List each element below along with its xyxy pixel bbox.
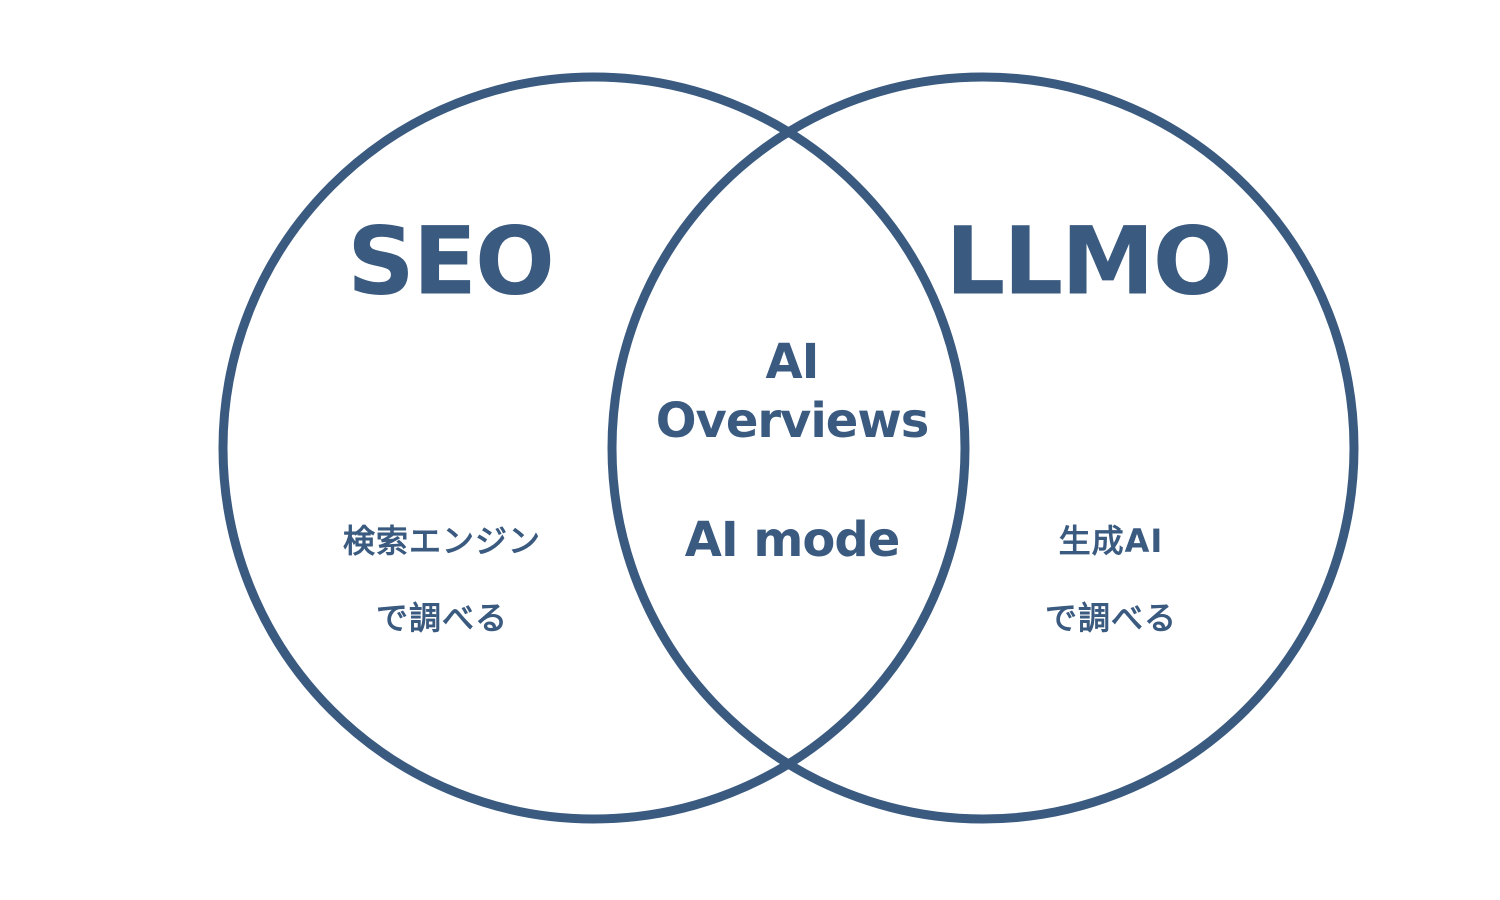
- overlap-line-ai: AI: [765, 334, 819, 390]
- overlap-line-overviews: Overviews: [655, 393, 930, 449]
- seo-title: SEO: [347, 207, 555, 317]
- llmo-desc-line1: 生成AI: [1058, 522, 1164, 560]
- seo-desc-line1: 検索エンジン: [342, 522, 542, 560]
- seo-desc-line2: で調べる: [375, 599, 509, 637]
- llmo-title: LLMO: [945, 207, 1232, 317]
- llmo-circle: [607, 72, 1359, 824]
- seo-circle: [218, 72, 970, 824]
- llmo-desc-line2: で調べる: [1044, 599, 1178, 637]
- overlap-line-ai-mode: AI mode: [684, 512, 901, 568]
